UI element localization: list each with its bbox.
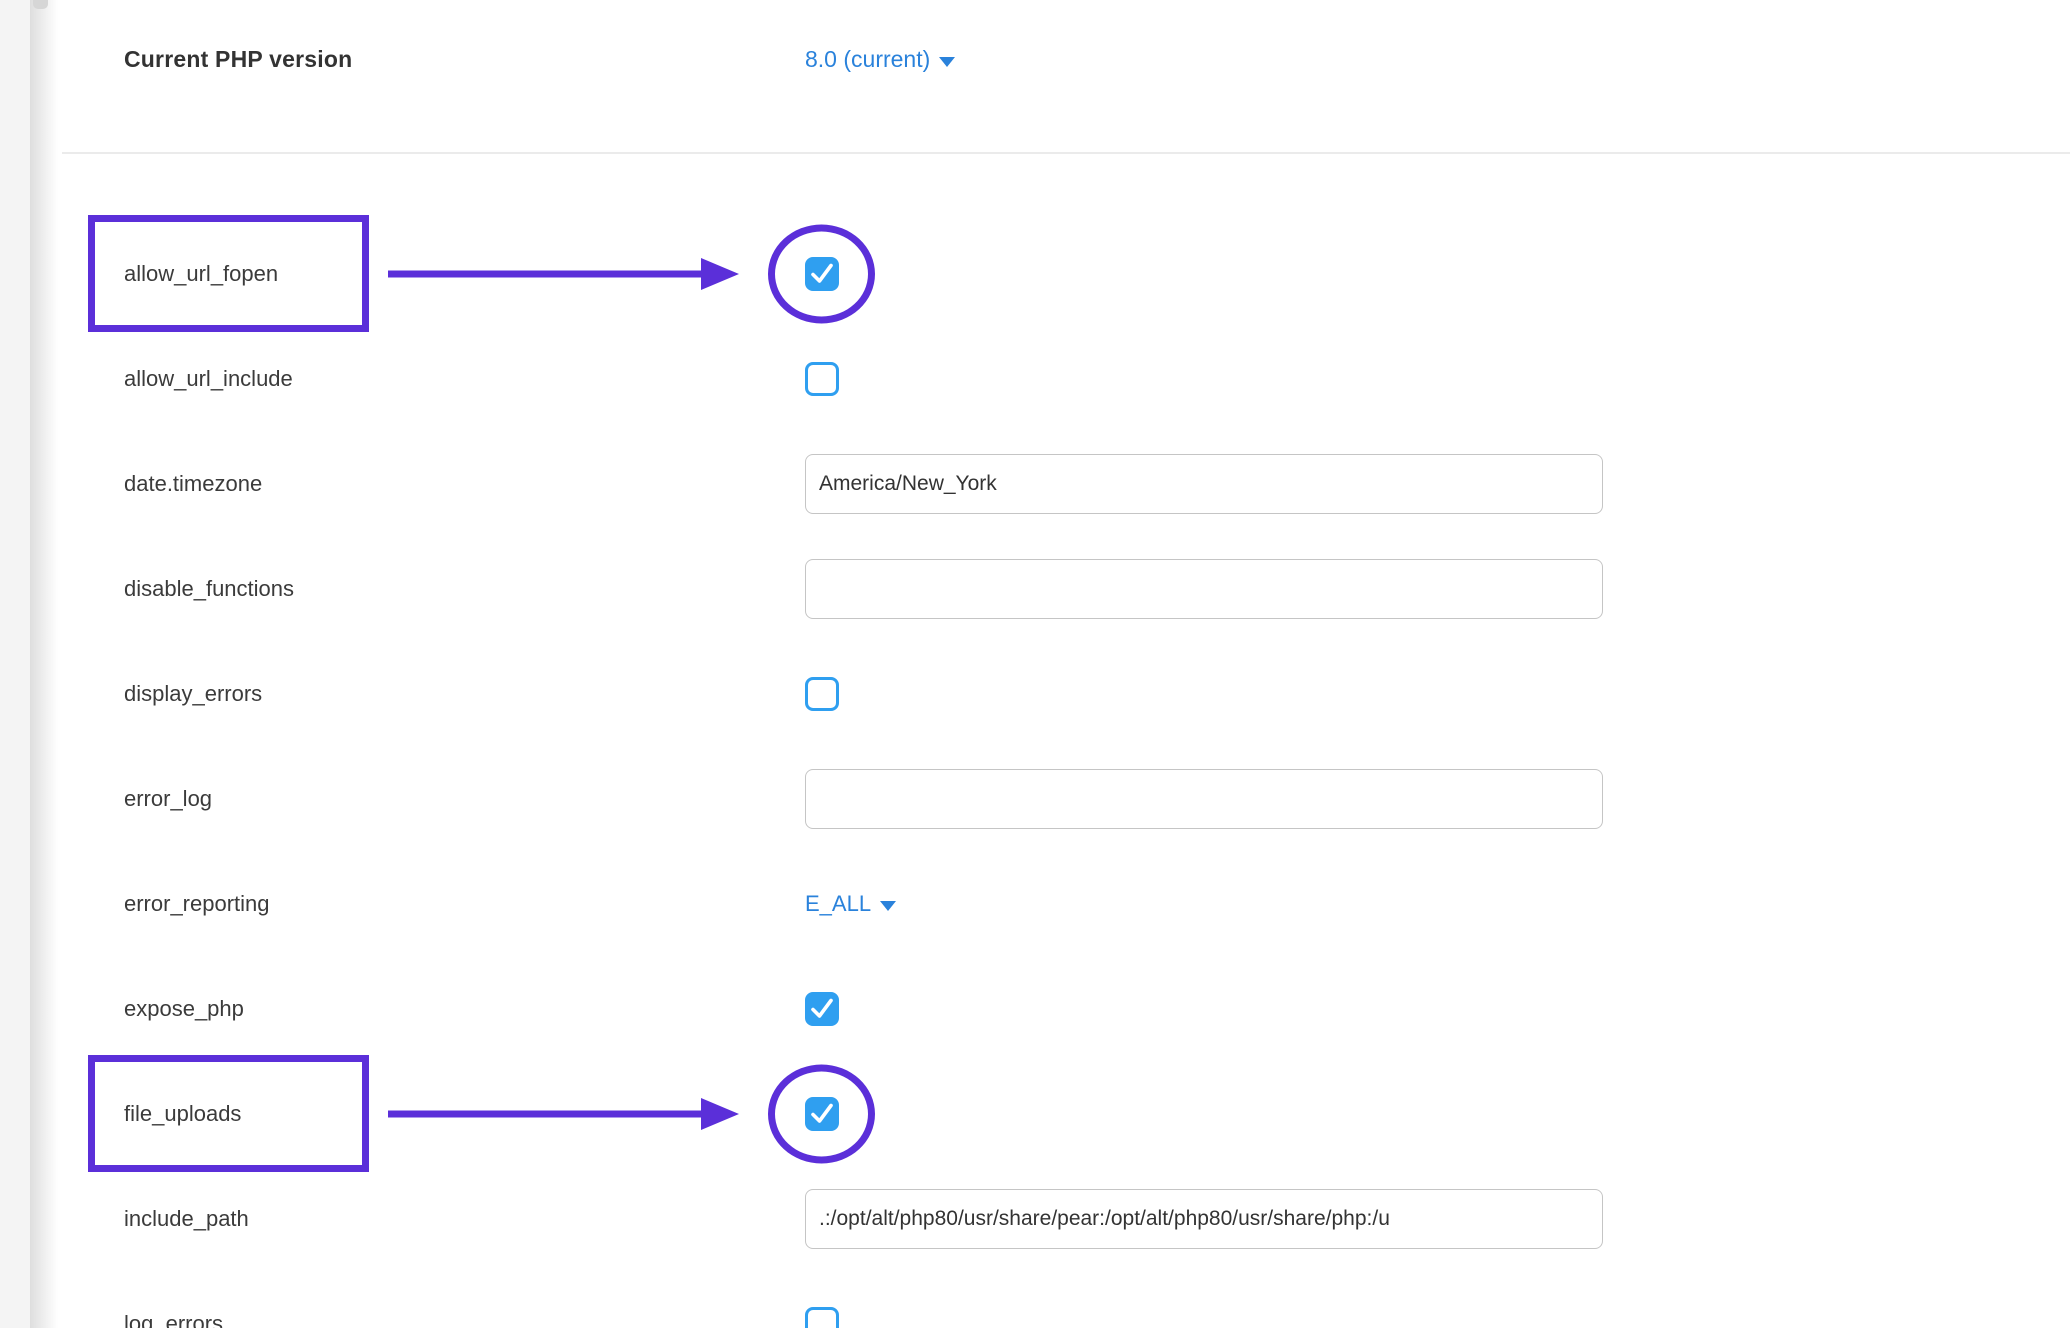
left-sidebar-rail [0, 0, 30, 1328]
setting-label: date.timezone [124, 470, 263, 496]
current-php-version-label: Current PHP version [124, 46, 353, 72]
setting-label: error_log [124, 785, 213, 811]
caret-down-icon [939, 56, 956, 67]
setting-label: allow_url_fopen [124, 260, 279, 286]
setting-row-display_errors: display_errors [0, 641, 2070, 746]
setting-label: include_path [124, 1205, 249, 1231]
expose_php-checkbox[interactable] [805, 991, 839, 1026]
disable_functions-input[interactable] [805, 558, 1603, 619]
setting-label: disable_functions [124, 575, 295, 601]
check-icon [810, 1103, 833, 1123]
setting-row-include_path: include_path [0, 1166, 2070, 1271]
date_timezone-input[interactable] [805, 453, 1603, 514]
setting-label: file_uploads [124, 1100, 242, 1126]
php-version-header: Current PHP version 8.0 (current) [0, 0, 2070, 155]
setting-label: allow_url_include [124, 365, 293, 391]
setting-row-file_uploads: file_uploads [0, 1055, 2070, 1172]
setting-row-error_reporting: error_reporting E_ALL [0, 851, 2070, 956]
setting-label: error_reporting [124, 890, 270, 916]
setting-label: display_errors [124, 680, 263, 706]
setting-label: log_errors [124, 1310, 224, 1328]
setting-label: expose_php [124, 995, 244, 1021]
dropdown-value: E_ALL [805, 890, 872, 916]
log_errors-checkbox[interactable] [805, 1306, 839, 1328]
file_uploads-checkbox[interactable] [805, 1096, 839, 1131]
setting-row-log_errors: log_errors [0, 1271, 2070, 1328]
content-edge-shadow [30, 0, 58, 1328]
check-icon [810, 263, 833, 283]
php-version-dropdown[interactable]: 8.0 (current) [805, 46, 956, 73]
allow_url_include-checkbox[interactable] [805, 361, 839, 396]
settings-rows: allow_url_fopen allow_url_include date.tim… [0, 155, 2070, 1328]
section-divider [62, 152, 2070, 154]
allow_url_fopen-checkbox[interactable] [805, 256, 839, 291]
error_reporting-dropdown[interactable]: E_ALL [805, 890, 897, 917]
check-icon [810, 998, 833, 1018]
setting-row-expose_php: expose_php [0, 956, 2070, 1061]
php-version-value: 8.0 (current) [805, 46, 931, 72]
annotation-arrow [388, 1097, 739, 1130]
caret-down-icon [880, 900, 897, 911]
display_errors-checkbox[interactable] [805, 676, 839, 711]
setting-row-disable_functions: disable_functions [0, 536, 2070, 641]
setting-row-allow_url_fopen: allow_url_fopen [0, 215, 2070, 332]
error_log-input[interactable] [805, 768, 1603, 829]
setting-row-date_timezone: date.timezone [0, 431, 2070, 536]
annotation-arrow [388, 257, 739, 290]
sidebar-scroll-thumb [33, 0, 48, 9]
setting-row-error_log: error_log [0, 746, 2070, 851]
include_path-input[interactable] [805, 1188, 1603, 1249]
setting-row-allow_url_include: allow_url_include [0, 326, 2070, 431]
